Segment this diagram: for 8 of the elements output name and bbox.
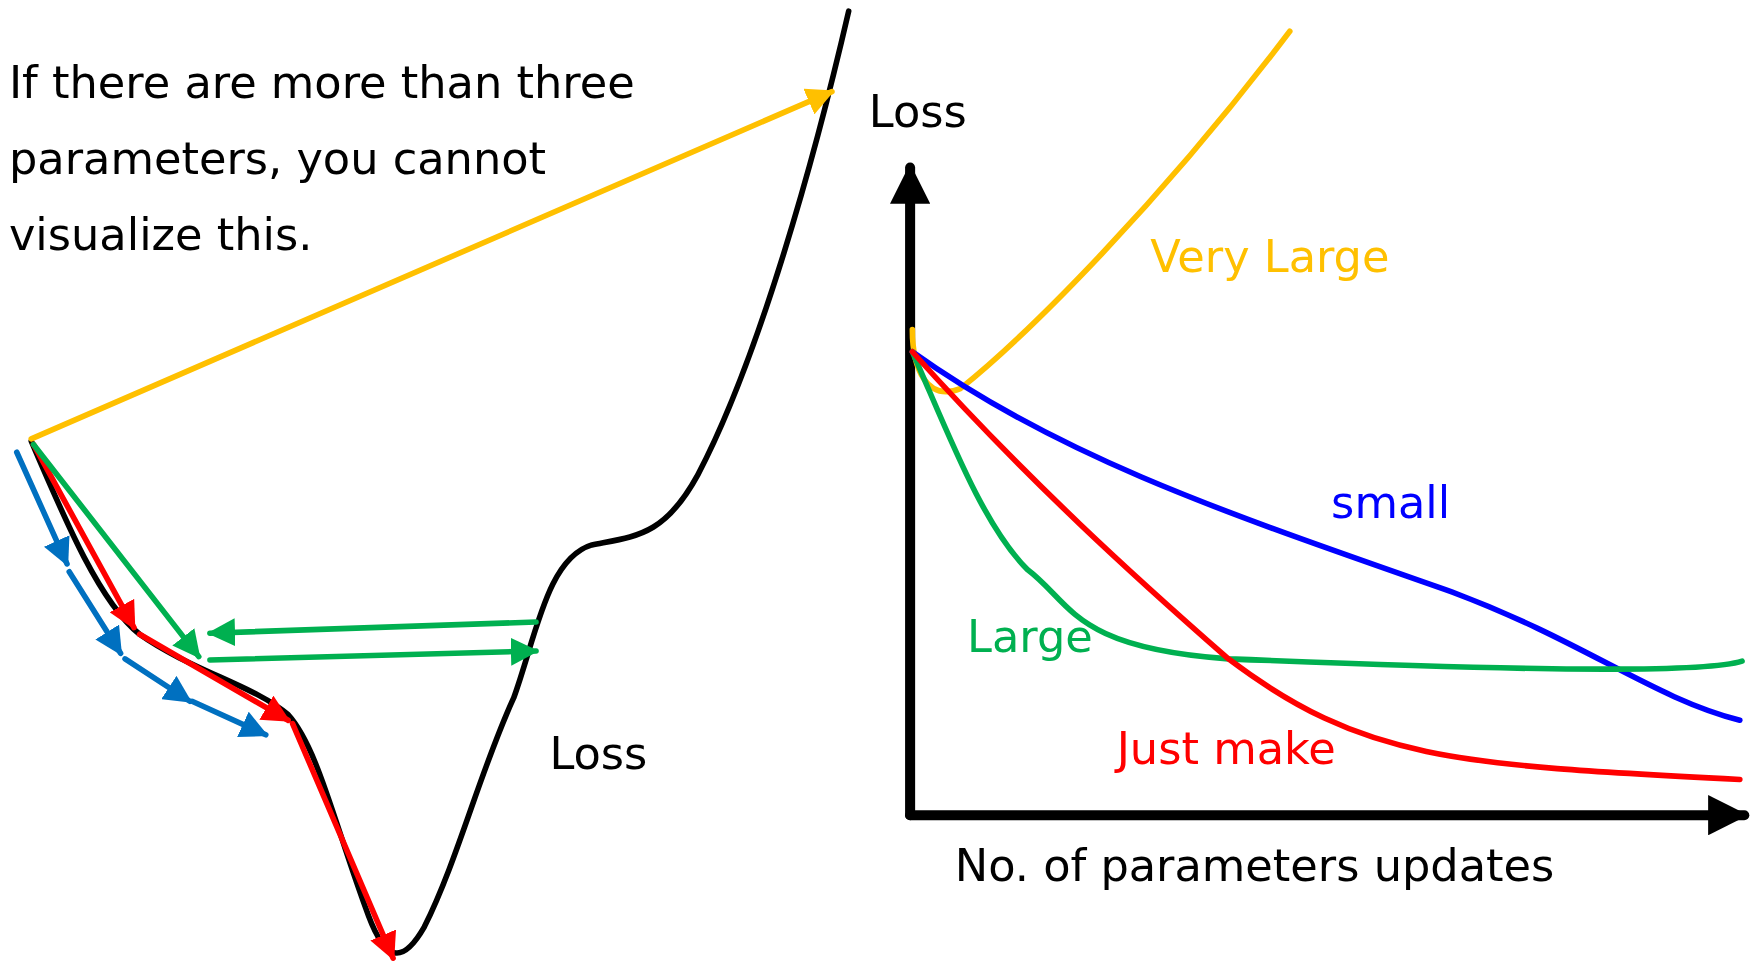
curve-label: Very Large — [1150, 230, 1390, 285]
curve-label: Just make — [1116, 721, 1336, 776]
axis-title: Loss — [868, 85, 967, 140]
curve-label: Large — [967, 609, 1093, 665]
axis-title: No. of parameters updates — [954, 838, 1555, 894]
note-text: If there are more than three parameters, you cannot visualize this. — [8, 55, 636, 263]
curve-label: Loss — [549, 727, 648, 782]
curve-label: small — [1331, 475, 1451, 531]
